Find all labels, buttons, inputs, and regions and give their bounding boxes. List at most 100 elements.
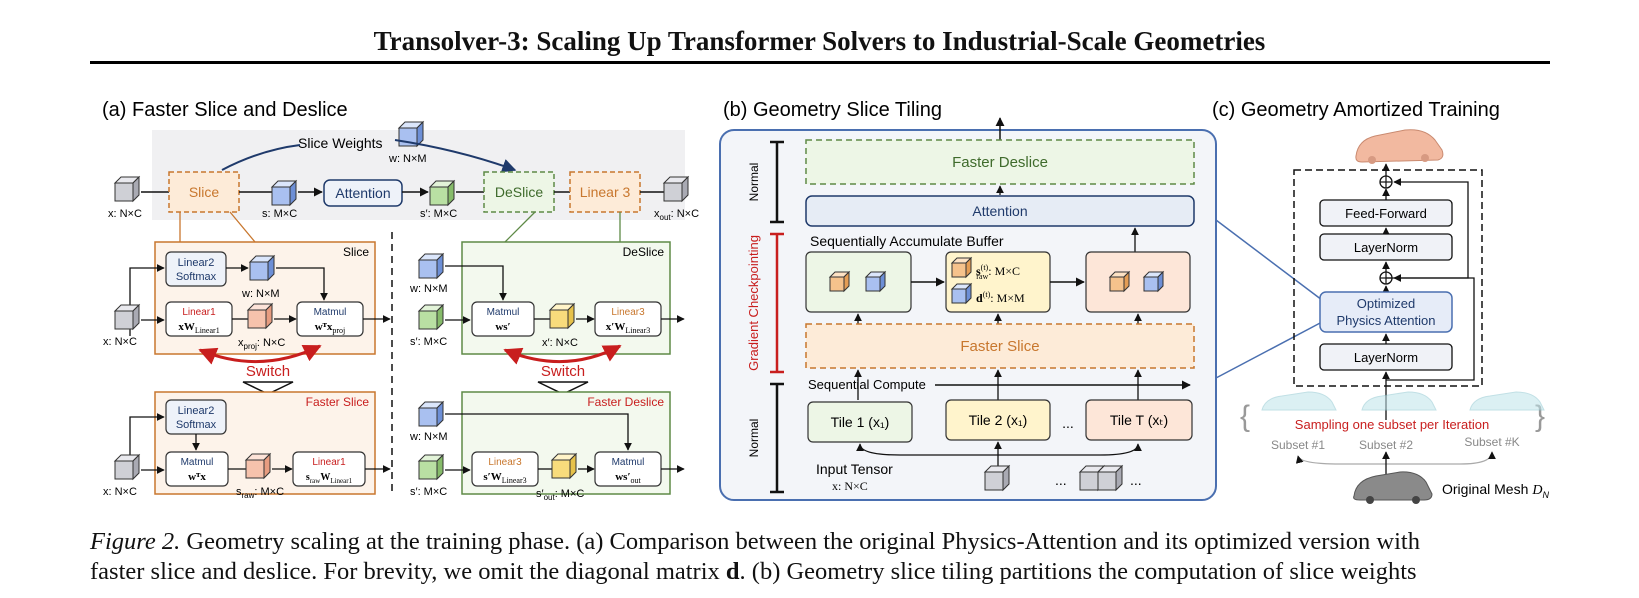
panel-c: (c) Geometry Amortized Training Feed-For… xyxy=(1212,99,1550,504)
fs-x-cube-icon xyxy=(114,454,140,480)
s-cube-icon xyxy=(271,180,297,206)
deslice-xp-cube-icon xyxy=(549,303,575,329)
slice-linear2-node xyxy=(165,251,227,287)
caption-text-2c: . (b) Geometry slice tiling partitions t… xyxy=(739,558,1417,585)
tile-1 xyxy=(807,401,913,443)
panel-b-title: (b) Geometry Slice Tiling xyxy=(723,99,942,121)
panel-a-title: (a) Faster Slice and Deslice xyxy=(102,99,348,121)
buffer2-orange-cube-icon xyxy=(951,257,972,278)
deslice-w-label: w: N×M xyxy=(409,283,448,295)
buffer-block-1 xyxy=(805,251,912,313)
fd-sW-label: s′WLinear3 xyxy=(483,471,526,485)
s-label: s: M×C xyxy=(262,208,297,220)
subset-car-icons xyxy=(1261,391,1545,411)
fd-linear3-label: Linear3 xyxy=(488,457,522,468)
switch-arrow-left xyxy=(198,344,322,365)
s-prime-cube-icon xyxy=(429,180,455,206)
panel-b: (b) Geometry Slice Tiling Normal Gradien… xyxy=(719,99,1217,501)
switch-label-right: Switch xyxy=(541,363,585,380)
slice-softmax-label: Softmax xyxy=(176,271,217,283)
layernorm-top-label: LayerNorm xyxy=(1354,240,1418,255)
faster-slice-title: Faster Slice xyxy=(306,395,370,409)
panel-c-title: (c) Geometry Amortized Training xyxy=(1212,99,1500,121)
attention-node-label: Attention xyxy=(335,185,390,201)
deslice-w-cube-icon xyxy=(418,253,444,279)
input-tensor-label: Input Tensor xyxy=(816,461,893,477)
fs-sraw-cube-icon xyxy=(245,453,271,479)
subset-1-label: Subset #1 xyxy=(1271,438,1325,452)
seq-compute-label: Sequential Compute xyxy=(808,377,926,392)
slice-linear1-label: Linear1 xyxy=(182,307,216,318)
input-tensor-cube-icon xyxy=(984,465,1010,491)
deslice-xp-label: x′: N×C xyxy=(542,337,578,349)
fs-sraw-label: sraw: M×C xyxy=(236,486,284,500)
attention-block xyxy=(805,195,1195,227)
switch-arrow-right xyxy=(503,344,622,365)
s-raw-t-label: s(t)raw: M×C xyxy=(976,263,1020,281)
deslice-wsp-label: ws′ xyxy=(495,321,510,333)
fs-linear2-label: Linear2 xyxy=(178,405,215,417)
slice-wtx-label: wᵀxproj xyxy=(315,321,346,335)
slice-w-cube-icon xyxy=(249,255,275,281)
feed-forward-label: Feed-Forward xyxy=(1345,206,1427,221)
slice-node-label: Slice xyxy=(189,184,220,200)
faster-deslice-title: Faster Deslice xyxy=(587,395,664,409)
deslice-sp-cube-icon xyxy=(418,304,444,330)
paper-title: Transolver-3: Scaling Up Transformer Sol… xyxy=(373,26,1266,56)
slice-weights-arrow-left xyxy=(221,144,301,171)
layernorm-bottom-block xyxy=(1319,343,1453,371)
slice-detail-title: Slice xyxy=(343,245,369,259)
panel-b-frame xyxy=(719,129,1217,501)
optimized-physics-attention-block xyxy=(1319,291,1453,333)
faster-deslice-block xyxy=(805,139,1195,185)
d-t-label: d(t): M×M xyxy=(976,290,1025,305)
x-out-cube-icon xyxy=(663,176,689,202)
caption-text-1: Geometry scaling at the training phase. … xyxy=(186,528,1420,555)
tile-1-label: Tile 1 (x₁) xyxy=(831,414,890,430)
title-rule xyxy=(90,61,1550,64)
fd-sout-label: s′out: M×C xyxy=(536,488,584,502)
caption-text-2a: faster slice and deslice. For brevity, w… xyxy=(90,558,726,585)
buffer1-orange-cube-icon xyxy=(829,271,850,292)
faster-slice-block xyxy=(805,323,1195,369)
slice-linear2-label: Linear2 xyxy=(178,257,215,269)
switch-label-left: Switch xyxy=(246,363,290,380)
figure-caption: Figure 2. Geometry scaling at the traini… xyxy=(90,527,1552,587)
grad-ckpt-label: Gradient Checkpointing xyxy=(746,235,761,371)
linear3-node-label: Linear 3 xyxy=(580,184,631,200)
w-top-label: w: N×M xyxy=(388,153,427,165)
transformer-block xyxy=(1293,169,1483,387)
deslice-matmul-label: Matmul xyxy=(487,307,520,318)
input-dim-label: x: N×C xyxy=(832,479,868,493)
subset-K-label: Subset #K xyxy=(1464,435,1519,449)
sampling-label: Sampling one subset per Iteration xyxy=(1295,417,1489,432)
deslice-sp-label: s′: M×C xyxy=(410,336,447,348)
slice-xw-label: xWLinear1 xyxy=(178,321,219,335)
buffer-label: Sequentially Accumulate Buffer xyxy=(810,233,1004,249)
tile-2 xyxy=(945,399,1051,441)
normal-top-label: Normal xyxy=(747,163,761,202)
attention-node xyxy=(323,179,403,207)
layernorm-top-block xyxy=(1319,233,1453,261)
subset-left-brace: { xyxy=(1240,400,1250,433)
buffer3-blue-cube-icon xyxy=(1143,271,1164,292)
caption-text-2b: d xyxy=(725,558,740,585)
x-input-cube-icon xyxy=(114,176,140,202)
fs-srawW-label: srawWLinear1 xyxy=(306,472,353,485)
fs-softmax-label: Softmax xyxy=(176,419,217,431)
fd-matmul-label: Matmul xyxy=(612,457,645,468)
subset-right-brace: } xyxy=(1535,400,1545,433)
buffer1-blue-cube-icon xyxy=(865,271,886,292)
fd-sp-label: s′: M×C xyxy=(410,486,447,498)
slice-weights-arrow-right xyxy=(394,139,517,173)
buffer2-blue-cube-icon xyxy=(951,283,972,304)
switch-down-arrow-left xyxy=(242,381,294,395)
layernorm-bottom-label: LayerNorm xyxy=(1354,350,1418,365)
deslice-xw3-label: x′WLinear3 xyxy=(606,321,650,335)
x-input-label: x: N×C xyxy=(108,208,142,220)
caption-label: Figure 2. xyxy=(90,528,181,555)
original-mesh-car-icon xyxy=(1353,471,1433,504)
physics-attention-label: Physics Attention xyxy=(1337,313,1436,328)
x-out-label: xout: N×C xyxy=(654,208,699,222)
